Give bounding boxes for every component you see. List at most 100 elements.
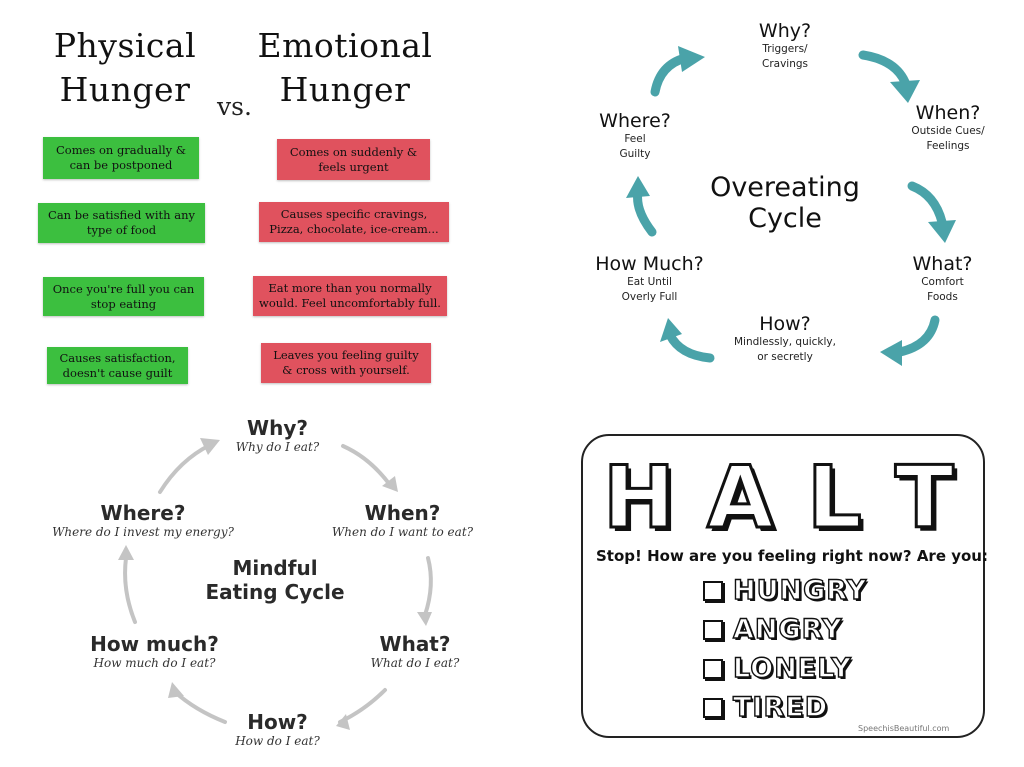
mindful-why-sub: Why do I eat? [235,440,320,454]
vs-label: vs. [217,92,252,121]
halt-letter-a: A [706,448,776,548]
mindful-when-sub: When do I want to eat? [331,525,474,539]
overeating-when-label: When? [915,102,981,124]
emotional-item-1-line1: Comes on suddenly & [289,144,418,159]
physical-item-4: Causes satisfaction,doesn't cause guilt [47,347,188,384]
physical-title-line2: Hunger [59,70,191,109]
mindful-when-label: When? [364,501,441,525]
overeating-where-label: Where? [599,110,671,132]
overeating-node-what: What? Comfort Foods [890,253,995,305]
halt-letter-l: L [806,448,864,548]
mindful-cycle-title: Mindful Eating Cycle [190,556,360,604]
emotional-item-2-line2: Pizza, chocolate, ice-cream... [269,222,439,236]
overeating-howmuch-sub1: Eat Until [627,276,672,288]
overeating-how-sub2: or secretly [757,351,813,363]
mindful-node-where: Where? Where do I invest my energy? [48,501,238,539]
overeating-where-sub2: Guilty [619,148,651,160]
physical-item-3-line2: stop eating [90,296,157,311]
overeating-title-line2: Cycle [748,203,822,234]
overeating-why-sub1: Triggers/ [762,43,808,55]
angry-label: ANGRY [732,613,843,645]
overeating-when-sub1: Outside Cues/ [911,125,985,137]
lonely-checkbox[interactable] [703,658,723,679]
physical-item-4-line2: doesn't cause guilt [62,365,173,380]
mindful-how-label: How? [247,710,308,734]
emotional-title-line2: Hunger [279,70,411,109]
overeating-what-sub2: Foods [927,291,958,303]
overeating-node-where: Where? Feel Guilty [590,110,680,162]
mindful-node-why: Why? Why do I eat? [215,416,340,454]
hungry-checkbox[interactable] [703,580,723,601]
emotional-hunger-title: Emotional Hunger [250,24,440,112]
overeating-node-why: Why? Triggers/ Cravings [725,20,845,72]
halt-question: Stop! How are you feeling right now? Are… [596,547,988,565]
physical-item-2-line2: type of food [86,223,157,237]
overeating-arrow-what-to-how [895,315,940,357]
emotional-item-4: Leaves you feeling guilty& cross with yo… [261,343,431,383]
physical-item-1-line2: can be postponed [69,158,173,172]
halt-credit: SpeechisBeautiful.com [858,724,950,733]
hungry-label: HUNGRY [732,574,868,606]
overeating-what-label: What? [912,253,973,275]
mindful-title-line2: Eating Cycle [205,580,345,604]
halt-option-tired[interactable]: TIRED [703,691,829,724]
emotional-item-4-line2: & cross with yourself. [282,363,410,377]
halt-letter-h: H [602,448,677,548]
overeating-arrow-where-to-why [650,53,690,97]
mindful-arrow-how-to-howmuch [173,690,227,724]
physical-item-1-line1: Comes on gradually & [55,143,187,157]
angry-checkbox[interactable] [703,619,723,640]
overeating-cycle-arrows [626,46,956,366]
lonely-label: LONELY [732,652,852,684]
emotional-item-2: Causes specific cravings,Pizza, chocolat… [259,202,449,242]
overeating-arrow-howmuch-to-where [633,187,657,237]
overeating-where-sub1: Feel [624,133,646,145]
tired-label: TIRED [732,691,829,723]
overeating-howmuch-label: How Much? [595,253,704,275]
overeating-howmuch-sub2: Overly Full [621,291,678,303]
overeating-arrow-when-to-what [907,181,947,227]
overeating-what-sub1: Comfort [921,276,964,288]
physical-hunger-title: Physical Hunger [40,24,210,112]
mindful-title-line1: Mindful [232,556,318,580]
emotional-item-3-line2: would. Feel uncomfortably full. [259,296,441,310]
overeating-how-sub1: Mindlessly, quickly, [734,336,836,348]
mindful-arrow-why-to-when [341,444,392,487]
overeating-node-howmuch: How Much? Eat Until Overly Full [587,253,712,305]
mindful-node-when: When? When do I want to eat? [330,501,475,539]
mindful-arrow-where-to-why [158,443,212,494]
overeating-node-when: When? Outside Cues/ Feelings [893,102,1003,154]
mindful-node-howmuch: How much? How much do I eat? [82,632,227,670]
overeating-when-sub2: Feelings [926,140,970,152]
physical-item-4-line1: Causes satisfaction, [59,350,176,365]
mindful-what-sub: What do I eat? [370,656,460,670]
overeating-cycle-title: Overeating Cycle [680,172,890,234]
emotional-item-1: Comes on suddenly &feels urgent [277,139,430,180]
mindful-how-sub: How do I eat? [235,734,320,748]
physical-title-line1: Physical [53,26,197,65]
mindful-what-label: What? [379,632,451,656]
mindful-howmuch-sub: How much do I eat? [93,656,216,670]
halt-card [581,434,985,738]
emotional-item-4-line1: Leaves you feeling guilty [273,348,419,362]
halt-option-angry[interactable]: ANGRY [703,613,843,646]
halt-letter-t: T [894,448,956,548]
emotional-item-1-line2: feels urgent [318,159,389,174]
emotional-title-line1: Emotional [257,26,433,65]
mindful-why-label: Why? [247,416,308,440]
emotional-item-3-line1: Eat more than you normally [268,281,432,295]
physical-item-1: Comes on gradually &can be postponed [43,137,199,179]
overeating-how-label: How? [759,313,811,335]
overeating-arrow-how-to-howmuch [665,330,715,363]
mindful-where-sub: Where do I invest my energy? [52,525,234,539]
halt-option-hungry[interactable]: HUNGRY [703,574,868,607]
mindful-node-what: What? What do I eat? [360,632,470,670]
overeating-node-how: How? Mindlessly, quickly, or secretly [720,313,850,365]
tired-checkbox[interactable] [703,697,723,718]
physical-item-2-line1: Can be satisfied with any [48,208,195,222]
mindful-cycle-arrows [118,438,433,730]
halt-option-lonely[interactable]: LONELY [703,652,852,685]
